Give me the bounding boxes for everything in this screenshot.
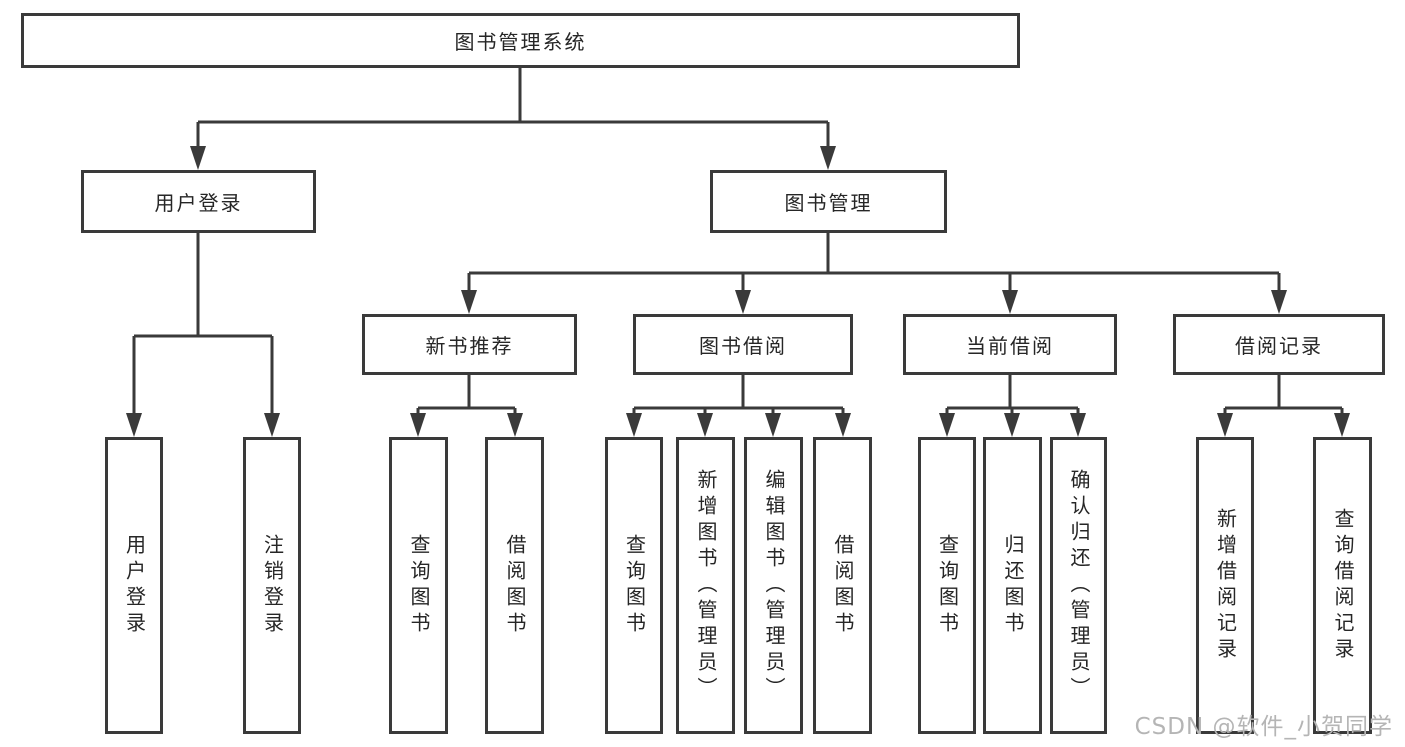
node-label: 归还图书 [1001,533,1025,638]
node-query-books-borrowing: 查询图书 [605,437,663,734]
node-add-book-admin: 新增图书（管理员） [676,437,735,734]
node-label: 新书推荐 [425,334,514,358]
node-query-books-current: 查询图书 [918,437,976,734]
node-borrowing-records: 借阅记录 [1173,314,1385,375]
node-label: 查询图书 [935,533,960,638]
node-label: 确认归还（管理员） [1067,468,1091,703]
node-edit-book-admin: 编辑图书（管理员） [744,437,803,734]
node-label: 借阅图书 [503,533,527,638]
node-label: 借阅记录 [1235,334,1323,358]
node-label: 查询图书 [622,533,647,638]
node-library-management-system: 图书管理系统 [21,13,1020,68]
node-book-management: 图书管理 [710,170,947,233]
node-user-login: 用户登录 [81,170,316,233]
node-label: 新增图书（管理员） [694,468,718,703]
node-label: 借阅图书 [831,533,855,638]
node-confirm-return-admin: 确认归还（管理员） [1050,437,1107,734]
node-label: 查询图书 [407,533,431,638]
node-add-borrow-record: 新增借阅记录 [1196,437,1254,734]
node-borrow-books-recommend: 借阅图书 [485,437,544,734]
node-return-books: 归还图书 [983,437,1042,734]
node-user-login-leaf: 用户登录 [105,437,163,734]
node-label: 图书借阅 [699,334,787,358]
node-label: 用户登录 [154,191,243,215]
node-new-book-recommendation: 新书推荐 [362,314,577,375]
node-label: 查询借阅记录 [1331,507,1355,664]
node-label: 新增借阅记录 [1213,507,1238,664]
node-logout: 注销登录 [243,437,301,734]
node-current-borrowing: 当前借阅 [903,314,1117,375]
node-book-borrowing: 图书借阅 [633,314,853,375]
node-query-books-recommend: 查询图书 [389,437,448,734]
node-label: 当前借阅 [966,334,1054,358]
node-borrow-books-leaf: 借阅图书 [813,437,872,734]
watermark-text: CSDN @软件_小贺同学 [1134,714,1393,740]
node-label: 图书管理系统 [454,30,587,54]
node-query-borrow-record: 查询借阅记录 [1313,437,1372,734]
node-label: 图书管理 [784,191,873,215]
node-label: 注销登录 [260,533,285,638]
node-label: 编辑图书（管理员） [762,468,786,703]
node-label: 用户登录 [122,533,147,638]
